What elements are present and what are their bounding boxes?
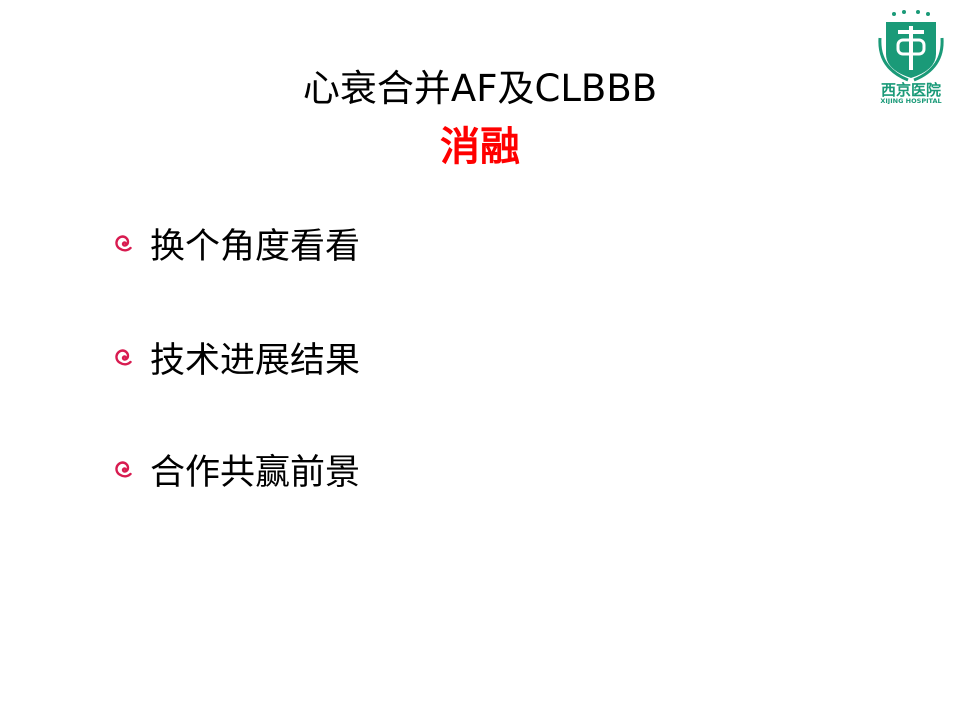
spiral-bullet-icon: [115, 348, 132, 365]
logo-name-en: XIJING HOSPITAL: [880, 97, 941, 104]
bullet-text: 合作共赢前景: [150, 453, 361, 493]
bullet-item: 换个角度看看: [112, 218, 360, 269]
spiral-bullet-icon: [115, 234, 132, 251]
slide-title: 心衰合并AF及CLBBB: [302, 67, 658, 110]
bullet-text: 技术进展结果: [150, 341, 361, 381]
bullet-text: 换个角度看看: [150, 227, 361, 267]
spiral-bullet-icon: [115, 460, 132, 477]
bullet-item: 技术进展结果: [112, 332, 360, 383]
slide-subtitle: 消融: [440, 124, 520, 170]
hospital-logo: 西京医院 XIJING HOSPITAL: [868, 8, 954, 105]
logo-name-cn: 西京医院: [881, 81, 941, 99]
bullet-item: 合作共赢前景: [112, 444, 360, 495]
